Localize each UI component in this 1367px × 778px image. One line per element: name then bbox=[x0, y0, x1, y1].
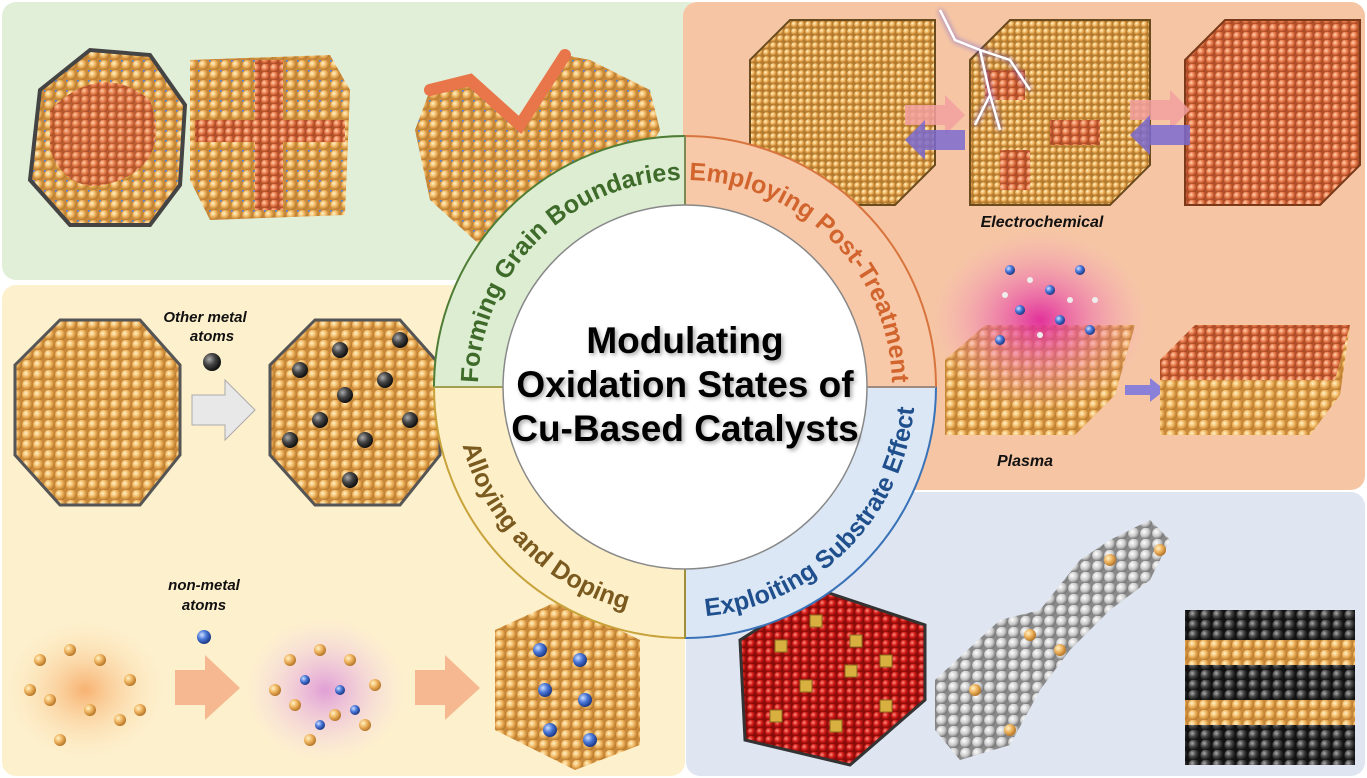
non-metal-label-line1: non-metal bbox=[168, 577, 241, 594]
lightning-icon bbox=[938, 9, 1032, 131]
arrow-icon bbox=[415, 655, 480, 720]
title-line-1: Modulating bbox=[586, 320, 783, 361]
central-ring bbox=[433, 135, 937, 639]
arrow-icon bbox=[191, 378, 256, 442]
electrochemical-illustration: Electrochemical bbox=[749, 9, 1361, 231]
non-metal-label-line2: atoms bbox=[182, 597, 226, 614]
plasma-illustration: Plasma bbox=[930, 230, 1350, 470]
other-metal-label-line2: atoms bbox=[190, 328, 234, 345]
title-line-2: Oxidation States of bbox=[516, 364, 854, 405]
title-line-3: Cu-Based Catalysts bbox=[511, 408, 859, 449]
central-title: Modulating Oxidation States of Cu-Based … bbox=[511, 320, 859, 449]
plasma-label: Plasma bbox=[997, 453, 1053, 470]
electrochemical-label: Electrochemical bbox=[981, 214, 1104, 231]
doping-illustration: non-metal atoms bbox=[5, 577, 640, 770]
substrate-illustration bbox=[738, 520, 1355, 767]
arrow-icon bbox=[175, 655, 240, 720]
other-metal-label-line1: Other metal bbox=[163, 309, 247, 326]
alloying-illustration: Other metal atoms bbox=[13, 309, 442, 507]
